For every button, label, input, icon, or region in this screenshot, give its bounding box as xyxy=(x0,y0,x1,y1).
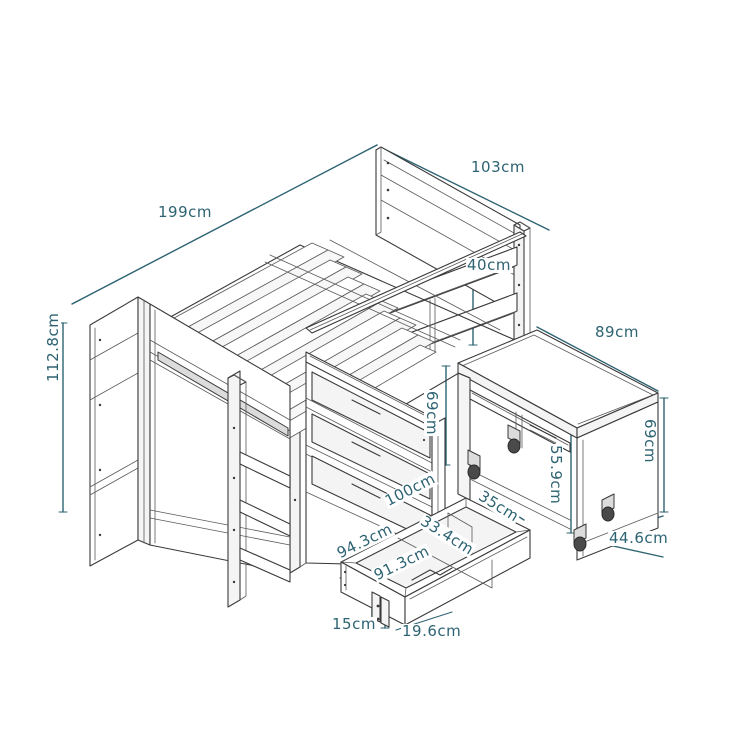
dimension-guard-rail-height: 40cm xyxy=(466,256,512,274)
dimension-desk-lower-height: 55.9cm xyxy=(547,444,565,506)
integrated-ladder xyxy=(227,370,291,608)
pull-out-desk xyxy=(457,329,659,561)
dimension-bed-width: 103cm xyxy=(470,158,526,176)
dimension-bed-total-height: 112.8cm xyxy=(44,311,62,383)
three-drawer-chest xyxy=(305,351,446,567)
dimension-bed-underside-clearance: 69cm xyxy=(423,390,441,436)
dimension-bed-length: 199cm xyxy=(157,203,213,221)
dimension-desk-depth: 44.6cm xyxy=(608,529,670,547)
dimension-desk-height: 69cm xyxy=(641,418,659,464)
dimension-drawer-height: 15cm xyxy=(331,615,377,633)
footboard-panel xyxy=(89,296,151,567)
dimension-desk-length: 89cm xyxy=(594,323,640,341)
side-panel-left xyxy=(149,303,291,574)
corner-post-right xyxy=(513,221,531,351)
dimension-drawer-front-height: 19.6cm xyxy=(401,622,463,640)
bed-frame-group xyxy=(89,146,531,608)
desk-caster-wheels xyxy=(467,424,615,552)
